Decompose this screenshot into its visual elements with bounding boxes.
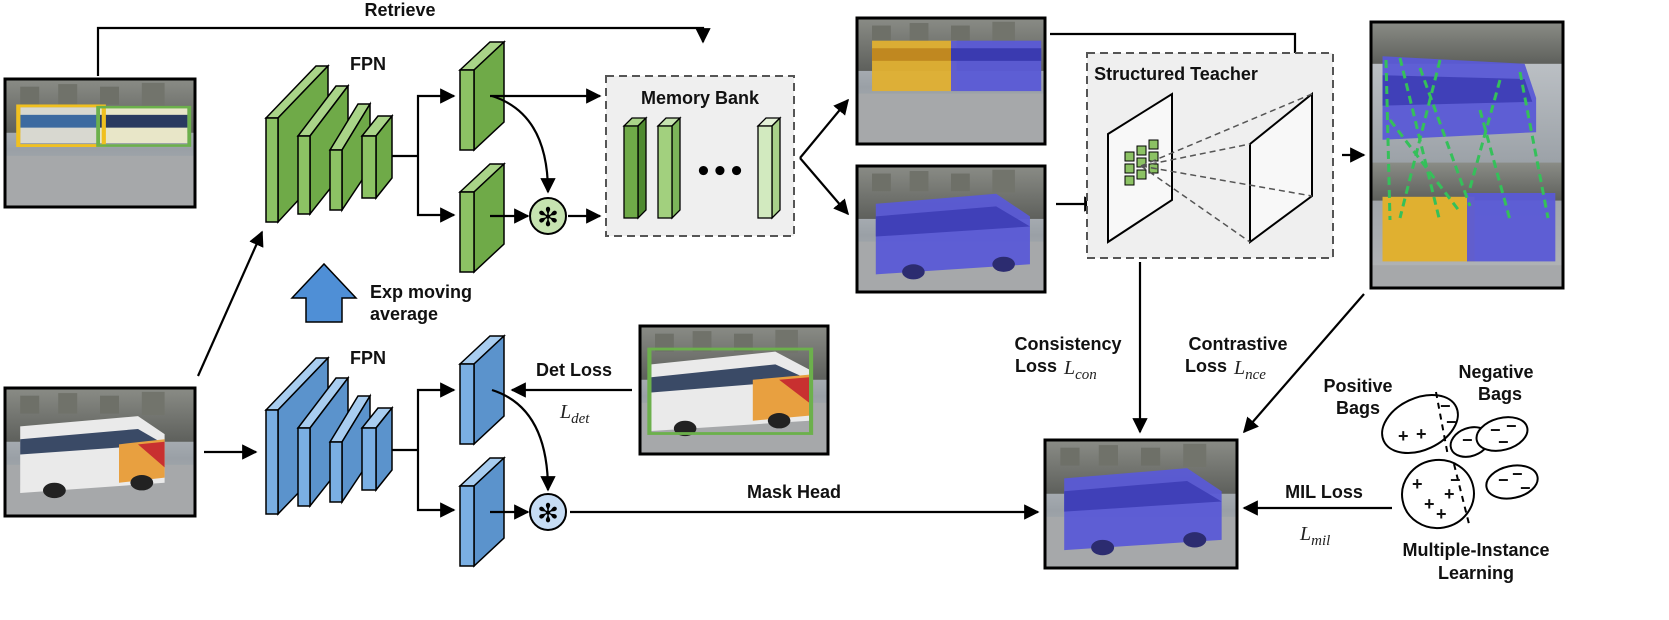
minus-icon: − <box>1490 420 1501 440</box>
minus-icon: − <box>1440 396 1451 416</box>
plus-icon: + <box>1412 474 1423 494</box>
student-feature-upper <box>458 334 506 446</box>
retrieved-masked-image <box>855 16 1047 146</box>
plus-icon: + <box>1424 494 1435 514</box>
structured-teacher-label: Structured Teacher <box>1094 64 1258 84</box>
teacher-feature-upper <box>458 40 506 152</box>
minus-icon: − <box>1462 430 1473 450</box>
det-loss-label: Det Loss <box>536 360 612 380</box>
svg-text:✻: ✻ <box>537 499 559 529</box>
student-split-up <box>416 382 456 450</box>
plus-icon: + <box>1444 484 1455 504</box>
student-masked-image <box>855 164 1047 294</box>
input-image <box>3 386 197 518</box>
negative-bags-label-2: Bags <box>1478 384 1522 404</box>
teacher-conv-op: ✻ <box>529 197 567 235</box>
retrieve-arrow <box>96 26 711 76</box>
average-label: average <box>370 304 438 324</box>
contrastive-loss-symbol: Lnce <box>1233 357 1266 383</box>
minus-icon: − <box>1446 412 1457 432</box>
plus-icon: + <box>1398 426 1409 446</box>
minus-icon: − <box>1450 470 1461 490</box>
minus-icon: − <box>1520 478 1531 498</box>
fpn-top-label: FPN <box>350 54 386 74</box>
contrastive-loss-arrow <box>1242 293 1365 434</box>
mil-label-2: Learning <box>1438 563 1514 583</box>
retrieve-label: Retrieve <box>364 0 435 20</box>
mil-bags: Positive Bags Negative Bags + + − − − − … <box>1323 362 1549 583</box>
minus-icon: − <box>1498 470 1509 490</box>
memory-bank: Memory Bank ••• <box>605 75 795 237</box>
student-kernel-arrow <box>491 388 556 492</box>
input-to-teacher-arrow <box>196 230 264 377</box>
consistency-loss-word: Loss <box>1015 356 1057 376</box>
consistency-label: Consistency <box>1014 334 1121 354</box>
det-loss-symbol: Ldet <box>559 401 590 427</box>
contrastive-loss-word: Loss <box>1185 356 1227 376</box>
consistency-loss-symbol: Lcon <box>1063 357 1097 383</box>
teacher-split-down <box>416 156 456 223</box>
teacher-kernel-arrow <box>491 94 556 194</box>
exp-moving-label: Exp moving <box>370 282 472 302</box>
ema-arrow <box>290 262 358 323</box>
retrieved-image <box>3 77 197 209</box>
negative-bags-label: Negative <box>1458 362 1533 382</box>
correspondence-image <box>1369 20 1565 290</box>
teacher-fpn: FPN <box>264 54 394 224</box>
contrastive-label: Contrastive <box>1188 334 1287 354</box>
memory-to-bottom-image-arrow <box>799 157 850 216</box>
student-split-down <box>416 450 456 518</box>
teacher-feature-lower <box>458 162 506 274</box>
minus-icon: − <box>1512 464 1523 484</box>
mil-loss-label: MIL Loss <box>1285 482 1363 502</box>
memory-bank-label: Memory Bank <box>641 88 760 108</box>
positive-bags-label-2: Bags <box>1336 398 1380 418</box>
plus-icon: + <box>1436 504 1447 524</box>
plus-icon: + <box>1416 424 1427 444</box>
minus-icon: − <box>1506 416 1517 436</box>
teacher-split-up <box>416 88 456 156</box>
minus-icon: − <box>1498 432 1509 452</box>
mask-head-label: Mask Head <box>747 482 841 502</box>
output-mask-image <box>1043 438 1239 570</box>
svg-text:✻: ✻ <box>537 203 559 233</box>
fpn-bottom-label: FPN <box>350 348 386 368</box>
memory-to-top-image-arrow <box>799 98 849 159</box>
student-fpn: FPN <box>264 348 394 516</box>
gt-box-image <box>638 324 830 456</box>
memory-ellipsis: ••• <box>695 157 745 187</box>
student-feature-lower <box>458 456 506 568</box>
positive-bags-label: Positive <box>1323 376 1392 396</box>
mil-label: Multiple-Instance <box>1402 540 1549 560</box>
structured-teacher: Structured Teacher <box>1086 52 1334 259</box>
mil-loss-symbol: Lmil <box>1299 523 1330 549</box>
student-conv-op: ✻ <box>529 493 567 531</box>
